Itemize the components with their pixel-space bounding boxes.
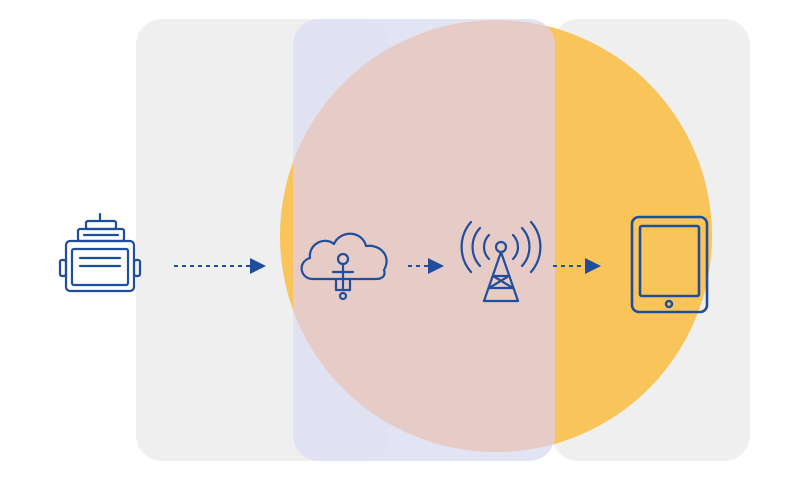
tablet-icon	[630, 215, 709, 314]
server-device-icon	[58, 212, 142, 293]
cloud-user-icon	[300, 232, 388, 301]
radio-tower-icon	[460, 220, 542, 303]
